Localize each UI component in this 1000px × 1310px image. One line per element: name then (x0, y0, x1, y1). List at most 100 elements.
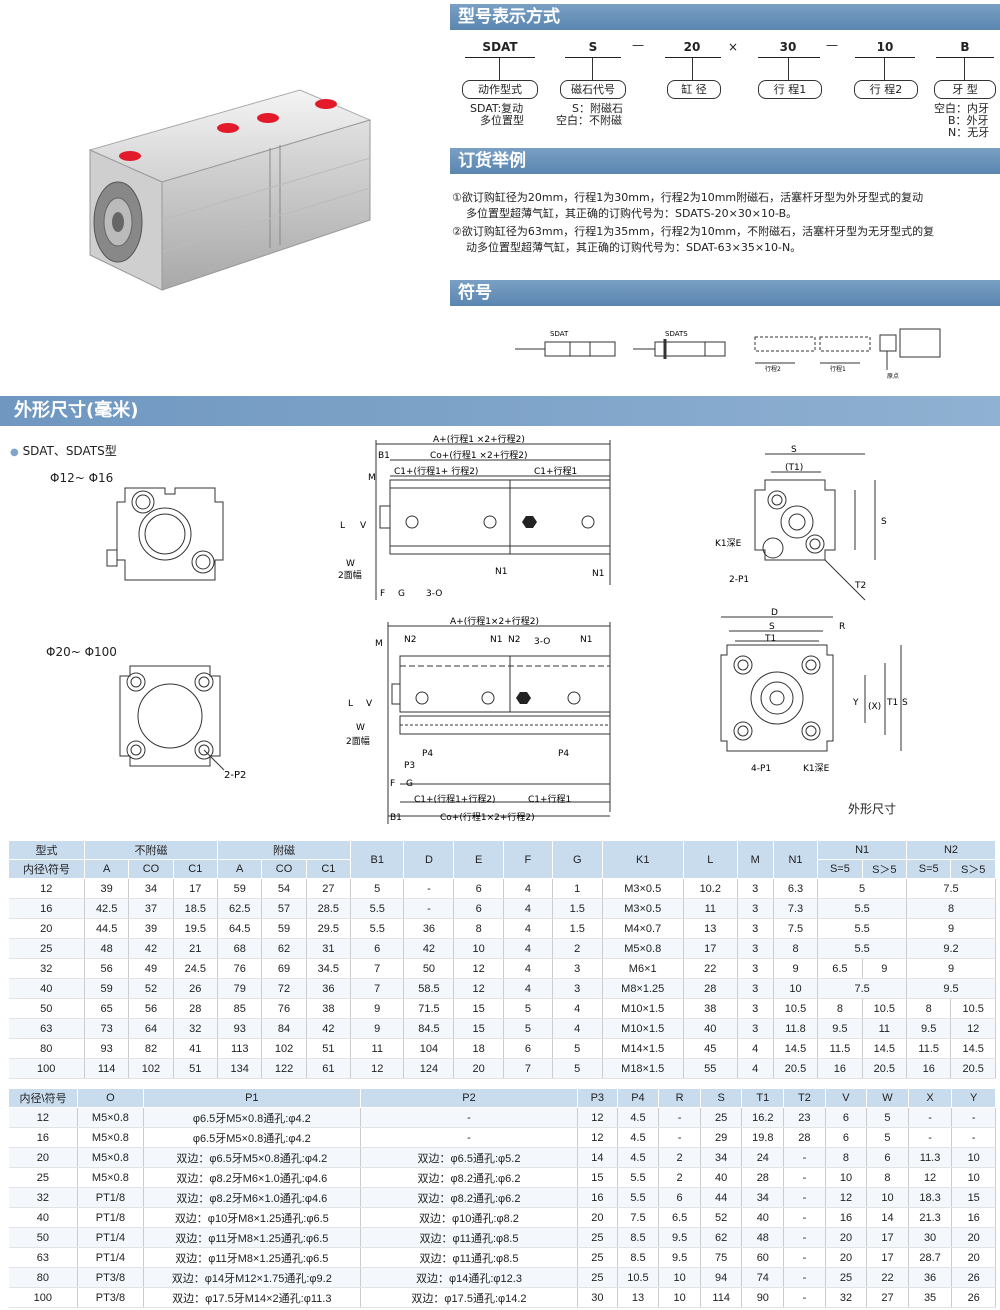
table-cell: - (908, 1127, 953, 1148)
label-f: F (380, 589, 385, 599)
label-w: W (346, 559, 355, 569)
table-cell: - (658, 1127, 701, 1148)
table-cell: 12 (577, 1107, 618, 1128)
table-cell: 16 (8, 898, 85, 919)
table2-header-cell: 内径\符号 (7, 1088, 79, 1108)
label-s: S (791, 445, 797, 455)
table-cell: 5.5 (617, 1167, 660, 1188)
table-cell: 17 (683, 938, 738, 959)
table-cell: 50 (8, 1227, 79, 1248)
table-cell: 18.3 (908, 1187, 953, 1208)
table-cell: - (951, 1127, 996, 1148)
label-n2b: N2 (508, 635, 520, 645)
symbol-label-stroke2: 行程2 (765, 365, 781, 373)
table-cell: - (360, 1127, 579, 1148)
label-p1-2: 2-P1 (729, 575, 749, 585)
pill-magnet: 磁石代号 (560, 80, 626, 99)
label-p2: 2-P2 (224, 770, 246, 780)
table-cell: 104 (403, 1038, 455, 1059)
table-cell: 25 (577, 1267, 618, 1288)
table-cell: 4 (503, 958, 553, 979)
table-cell: 2 (552, 938, 603, 959)
table-cell: 10.2 (683, 878, 738, 899)
table-cell: 2 (658, 1147, 701, 1168)
table-cell: 26 (173, 978, 219, 999)
table-cell: 17 (173, 878, 219, 899)
label-n2a: N2 (404, 635, 416, 645)
table1-header-cell: 型式 (8, 840, 85, 860)
table-cell: 3 (737, 938, 774, 959)
table-cell: 8.5 (617, 1227, 660, 1248)
table-cell: 5 (552, 1038, 603, 1059)
table-cell: 16.2 (741, 1107, 785, 1128)
table-cell: 5 (817, 878, 908, 899)
table-cell: 90 (741, 1287, 785, 1308)
pill-stroke2: 行 程2 (854, 80, 918, 99)
table-cell: 2 (658, 1167, 701, 1188)
table-cell: 76 (217, 958, 263, 979)
label-n1b: N1 (592, 569, 604, 579)
table-cell: 15 (453, 998, 504, 1019)
table-cell: 28 (683, 978, 738, 999)
table1-header-cell: 附磁 (216, 840, 352, 860)
table-cell: 36 (908, 1267, 953, 1288)
table-cell: 8 (817, 998, 863, 1019)
table-cell: 7.5 (817, 978, 908, 999)
label-t1p: (T1) (785, 463, 803, 473)
table-cell: 40 (700, 1167, 743, 1188)
table-cell: 59 (217, 878, 263, 899)
table-cell: 93 (84, 1038, 130, 1059)
table-cell: - (403, 898, 455, 919)
table-cell: 100 (8, 1058, 85, 1079)
table-cell: 82 (128, 1038, 174, 1059)
table-cell: 40 (8, 1207, 79, 1228)
table-cell: 114 (700, 1287, 743, 1308)
table-cell: 12 (577, 1127, 618, 1148)
table-cell: 44 (700, 1187, 743, 1208)
table-cell: 38 (683, 998, 738, 1019)
table-cell: 64.5 (217, 918, 263, 939)
table-cell: - (783, 1287, 826, 1308)
code-sep-3: — (826, 38, 838, 52)
table-cell: 双边：φ10通孔:φ8.2 (360, 1207, 579, 1228)
table-cell: 9.5 (817, 1018, 863, 1039)
table-cell: 17 (866, 1227, 909, 1248)
table1-subheader-cell: 内径\符号 (8, 859, 85, 879)
table-cell: 28.7 (908, 1247, 953, 1268)
table-cell: 27 (306, 878, 352, 899)
table-cell: 11.8 (773, 1018, 819, 1039)
order-example-1b: 多位置型超薄气缸，其正确的订购代号为：SDATS-20×30×10-B。 (466, 207, 798, 220)
table1-subheader-cell: C1 (305, 859, 352, 879)
table-cell: 38 (306, 998, 352, 1019)
table-cell: 102 (261, 1038, 307, 1059)
table-cell: 20 (8, 918, 85, 939)
table1-subheader-cell: A (83, 859, 130, 879)
table-cell: 59 (84, 978, 130, 999)
table-cell: 42.5 (84, 898, 130, 919)
table-cell: 57 (261, 898, 307, 919)
code-stroke2: 10 (876, 40, 894, 54)
table-cell: 4 (737, 1038, 774, 1059)
table1-header-cell: G (551, 840, 603, 879)
table-cell: M6×1 (602, 958, 684, 979)
table-cell: 23 (783, 1107, 826, 1128)
table2-header-cell: T1 (741, 1088, 785, 1108)
table-cell: 36 (306, 978, 352, 999)
table-cell: M5×0.8 (77, 1147, 144, 1168)
label-co-bot: Co+(行程1×2+行程2) (440, 811, 535, 823)
table-cell: 5.5 (817, 898, 908, 919)
table-cell: 10.5 (617, 1267, 660, 1288)
table-cell: 34 (128, 878, 174, 899)
front-view-large: D S T1 R Y (X) T1 S 4-P1 K1深E (720, 608, 908, 774)
side-view-small: A+(行程1 ×2+行程2) Co+(行程1 ×2+行程2) C1+(行程1+ … (338, 433, 611, 600)
table-cell: - (403, 878, 455, 899)
table-cell: PT1/8 (77, 1187, 144, 1208)
symbol-section-title: 符号 (450, 280, 1000, 306)
table-cell: 76 (261, 998, 307, 1019)
table-cell: 6 (350, 938, 405, 959)
symbol-label-stroke1: 行程1 (830, 365, 846, 373)
table-cell: 9 (906, 918, 996, 939)
